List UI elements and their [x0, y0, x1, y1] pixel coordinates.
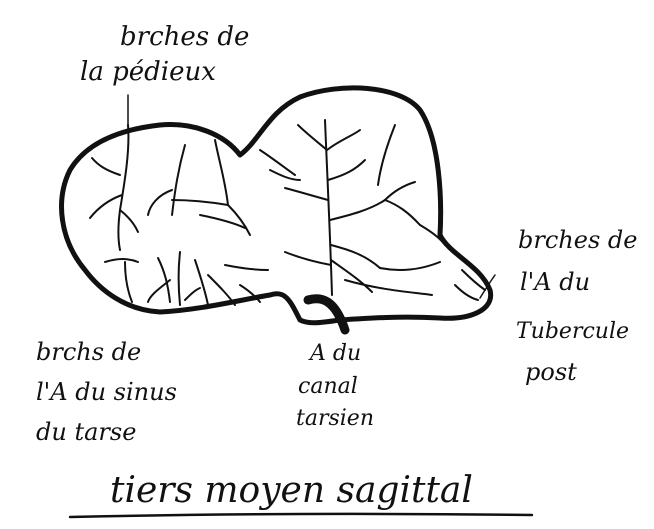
caption-underline: [70, 514, 532, 517]
caption: tiers moyen sagittal: [110, 470, 473, 511]
vessel-branches: [90, 120, 485, 305]
label-right-line4: post: [525, 358, 577, 386]
label-left-line1: brchs de: [36, 338, 141, 366]
label-left-line2: l'A du sinus: [36, 378, 177, 406]
label-right-line1: brches de: [518, 226, 637, 254]
label-center-line3: tarsien: [296, 406, 374, 431]
label-center-line2: canal: [298, 374, 358, 399]
label-top-line2: la pédieux: [80, 57, 216, 87]
label-right-line3: Tubercule: [516, 319, 629, 344]
label-center-line1: A du: [308, 341, 361, 366]
bone-outline: [62, 88, 491, 323]
label-right-line2: l'A du: [520, 268, 590, 296]
label-top-line1: brches de: [120, 22, 249, 52]
canal-tarsien-mark: [308, 299, 345, 330]
label-left-line3: du tarse: [36, 418, 136, 446]
